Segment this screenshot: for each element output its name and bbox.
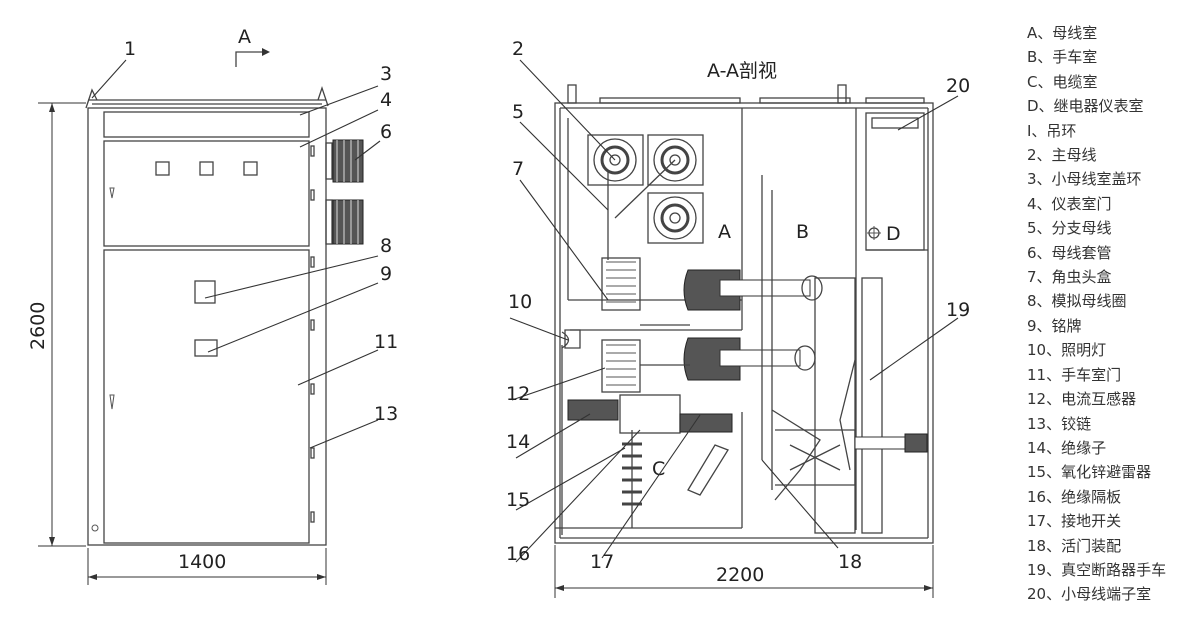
front-callouts: 1 3 4 6 8 9 11 13 [91, 38, 398, 449]
section-view: A-A剖视 [506, 38, 970, 598]
callout-12: 12 [506, 383, 530, 405]
legend-item: 15、氧化锌避雷器 [1027, 463, 1152, 482]
instrument-door [103, 140, 310, 247]
compartment-B-label: B [796, 221, 809, 243]
compartment-D-label: D [886, 223, 901, 245]
legend-item: 12、电流互感器 [1027, 390, 1137, 409]
legend-item: I、吊环 [1027, 121, 1077, 140]
callout-10: 10 [508, 291, 532, 313]
callout-18: 18 [838, 551, 862, 573]
legend-item: B、手车室 [1027, 48, 1098, 67]
legend-item: A、母线室 [1027, 24, 1098, 42]
callout-3: 3 [380, 63, 392, 85]
legend-item: 13、铰链 [1027, 414, 1092, 433]
legend-item: 8、模拟母线圈 [1027, 292, 1127, 311]
bus-bushing-upper [325, 139, 364, 183]
lighting-lamp [564, 329, 581, 349]
cable-compartment: C [555, 345, 743, 535]
lifting-ring-right [317, 85, 329, 107]
surge-arrester [622, 430, 642, 528]
bus-bushing-lower [325, 199, 364, 245]
compartment-C-label: C [652, 458, 665, 480]
callout-16: 16 [506, 543, 530, 565]
parts-legend: A、母线室 B、手车室 C、电缆室 D、继电器仪表室 I、吊环 2、主母线 3、… [1027, 21, 1166, 607]
compartment-A-label: A [718, 221, 731, 243]
section-mark-label: A [238, 26, 251, 48]
section-width-dimension: 2200 [554, 545, 934, 598]
legend-item: 17、接地开关 [1027, 512, 1122, 531]
spout-box-upper [601, 257, 823, 311]
callout-15: 15 [506, 489, 530, 511]
legend-item: 9、铭牌 [1027, 316, 1082, 335]
legend-item: 5、分支母线 [1027, 219, 1112, 238]
callout-13: 13 [374, 403, 398, 425]
front-width-dim-value: 1400 [178, 551, 226, 573]
legend-item: C、电缆室 [1027, 72, 1098, 91]
front-view: A 2600 1400 1 3 4 6 [27, 26, 398, 585]
callout-20: 20 [946, 75, 970, 97]
busbar-compartment: A [567, 108, 743, 331]
callout-9: 9 [380, 263, 392, 285]
callout-4: 4 [380, 89, 392, 111]
legend-item: 4、仪表室门 [1027, 194, 1112, 213]
callout-19: 19 [946, 299, 970, 321]
branch-busbar [607, 159, 676, 260]
callout-5: 5 [512, 101, 524, 123]
handcart-door [103, 249, 310, 544]
section-callouts: 2 5 7 10 12 14 15 16 17 18 19 20 [506, 38, 970, 573]
legend-item: 20、小母线端子室 [1027, 585, 1152, 604]
callout-14: 14 [506, 431, 530, 453]
legend-item: 16、绝缘隔板 [1027, 487, 1122, 506]
height-dim-value: 2600 [27, 302, 49, 350]
nameplate [194, 339, 218, 357]
legend-item: 11、手车室门 [1027, 365, 1122, 384]
legend-item: 18、活门装配 [1027, 536, 1122, 555]
legend-item: 2、主母线 [1027, 146, 1097, 165]
front-cabinet-outline [87, 107, 327, 546]
callout-7: 7 [512, 158, 524, 180]
legend-item: 6、母线套管 [1027, 243, 1112, 262]
legend-item: D、继电器仪表室 [1027, 97, 1144, 116]
callout-11: 11 [374, 331, 398, 353]
front-height-dimension: 2600 [27, 102, 86, 547]
legend-item: 3、小母线室盖环 [1027, 170, 1142, 189]
section-arrow [235, 51, 262, 67]
lifting-ring-left [85, 88, 98, 109]
relay-compartment: D [865, 112, 928, 251]
legend-item: 10、照明灯 [1027, 341, 1107, 360]
callout-2: 2 [512, 38, 524, 60]
section-cabinet-outline [554, 102, 934, 544]
small-busbar-cover [103, 111, 310, 138]
hinges [310, 145, 315, 523]
mimic-bus-window [194, 280, 216, 304]
callout-8: 8 [380, 235, 392, 257]
earthing-switch [687, 444, 729, 496]
callout-1: 1 [124, 38, 136, 60]
front-width-dimension: 1400 [87, 548, 327, 585]
section-title: A-A剖视 [707, 60, 777, 82]
section-width-dim-value: 2200 [716, 564, 764, 586]
handcart-compartment: B [761, 108, 928, 534]
legend-item: 7、角虫头盒 [1027, 268, 1112, 287]
callout-17: 17 [590, 551, 614, 573]
callout-6: 6 [380, 121, 392, 143]
legend-item: 14、绝缘子 [1027, 438, 1107, 457]
current-transformer [601, 337, 816, 393]
legend-item: 19、真空断路器手车 [1027, 560, 1167, 579]
